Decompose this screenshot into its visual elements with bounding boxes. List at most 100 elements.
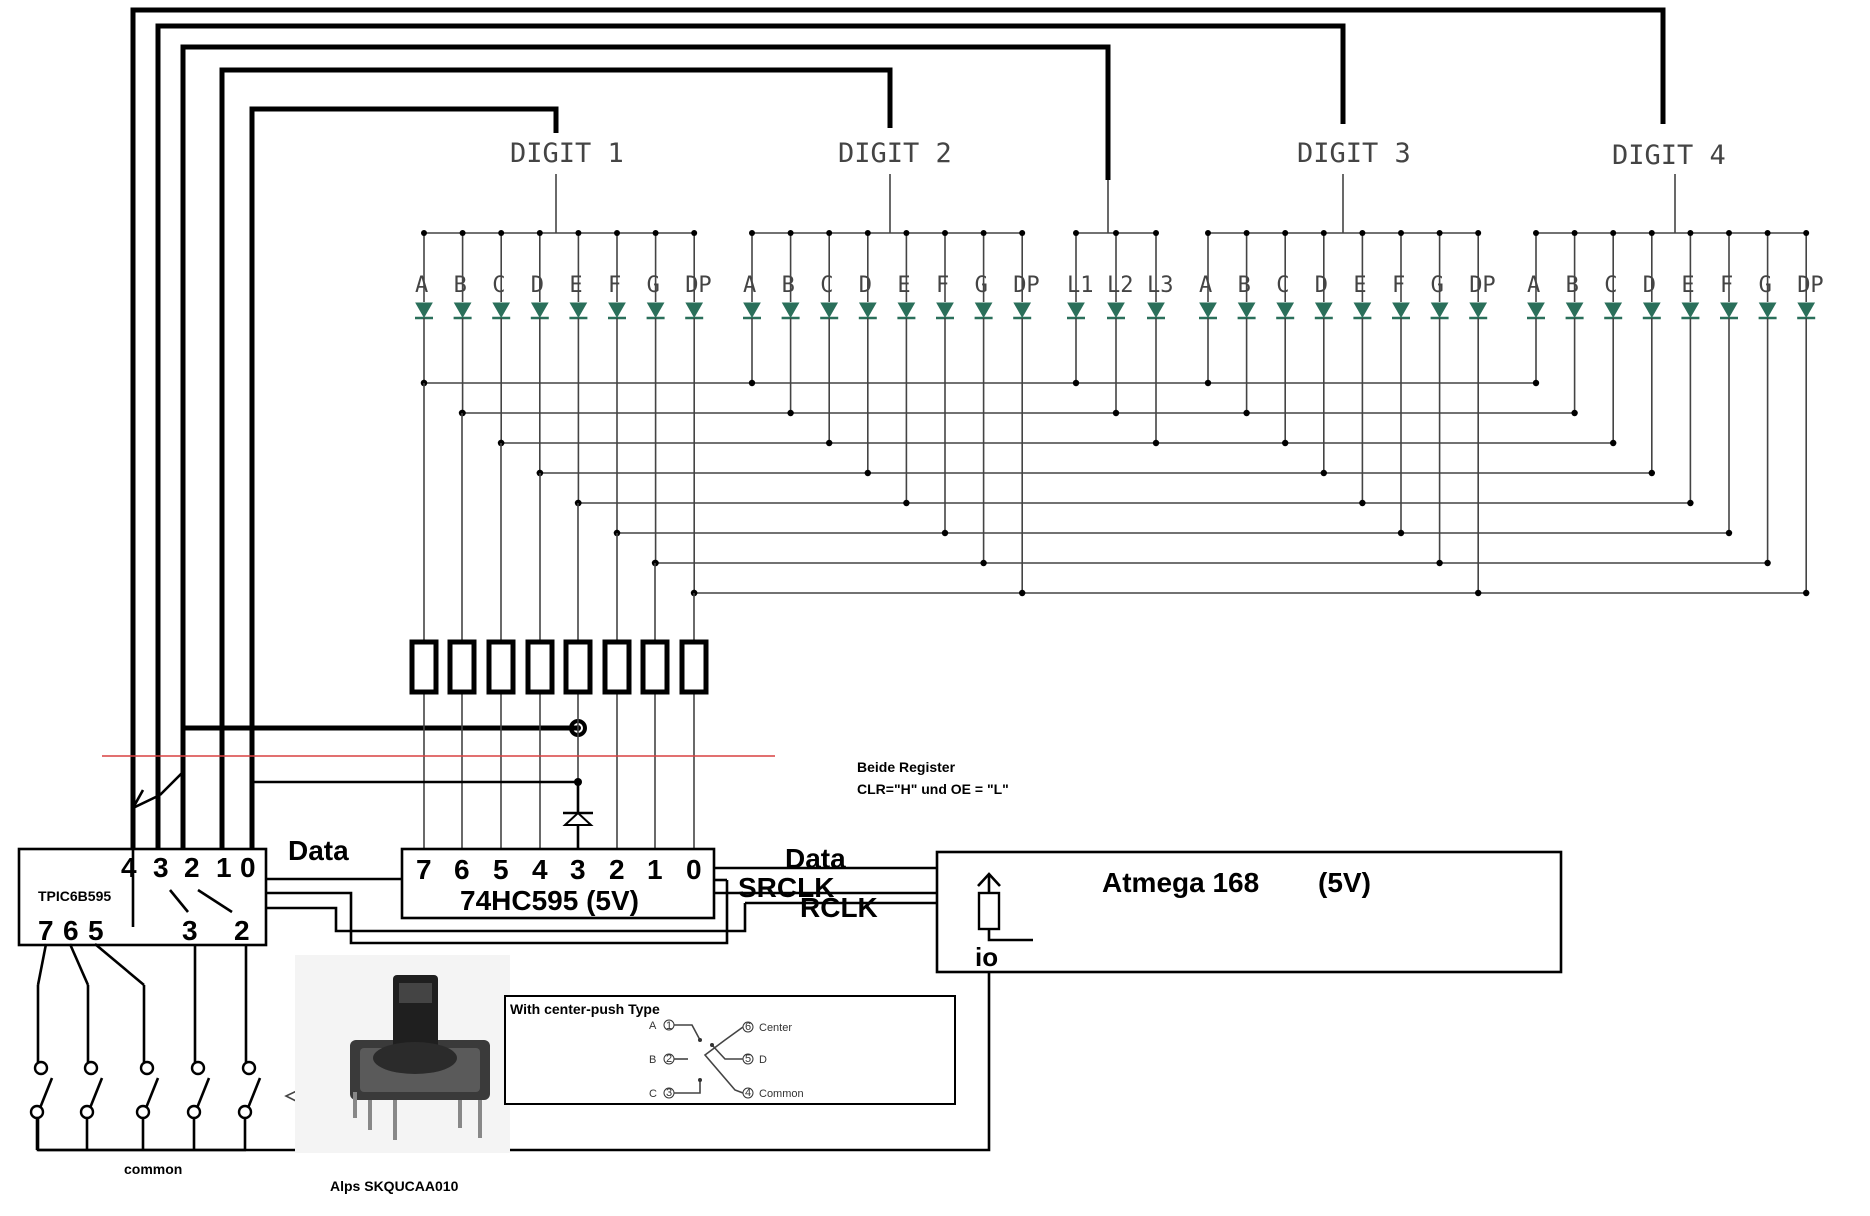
resistor	[640, 639, 670, 695]
digit-labels: DIGIT 1 DIGIT 2 DIGIT 3 DIGIT 4	[510, 138, 1726, 171]
segment-label: G	[647, 273, 660, 298]
svg-text:B: B	[649, 1054, 656, 1066]
diode	[1237, 302, 1256, 319]
diode	[685, 302, 704, 319]
diode	[1565, 302, 1584, 319]
segment-label: L3	[1147, 273, 1174, 298]
hc595-pin: 7	[416, 854, 432, 885]
signal-wires: Data Data SRCLK RCLK	[266, 835, 937, 945]
tpic-pin-7: 7	[38, 915, 54, 946]
diode	[1353, 302, 1372, 319]
segment-label: DP	[685, 273, 712, 298]
digit-1-label: DIGIT 1	[510, 138, 624, 169]
resistor	[486, 639, 516, 695]
data-left-label: Data	[288, 835, 349, 866]
segment-label: F	[1720, 273, 1733, 298]
hc595-pin: 5	[493, 854, 509, 885]
segment-label: G	[1431, 273, 1444, 298]
segment-label: E	[1353, 273, 1366, 298]
hc595-pin: 4	[532, 854, 548, 885]
diode	[936, 302, 954, 319]
segment-label: F	[936, 273, 949, 298]
segment-label: G	[1759, 273, 1772, 298]
diode	[1604, 302, 1623, 319]
svg-text:4: 4	[745, 1087, 751, 1099]
segment-label: C	[492, 273, 505, 298]
segment-label: C	[820, 273, 833, 298]
tpic-pin-5: 5	[88, 915, 104, 946]
diode	[1681, 302, 1700, 319]
tpic-pin-4: 4	[121, 852, 137, 883]
diode	[974, 302, 993, 319]
tpic-pin-b3: 3	[182, 915, 198, 946]
hc595-pin: 3	[570, 854, 586, 885]
diode	[1720, 302, 1738, 319]
diode	[1527, 302, 1545, 319]
diode	[820, 302, 839, 319]
segment-label: A	[415, 273, 428, 298]
svg-text:2: 2	[666, 1053, 672, 1065]
diode	[1642, 302, 1661, 319]
hc595-pin: 6	[454, 854, 470, 885]
diode	[569, 302, 588, 319]
diode	[453, 302, 472, 319]
hc595-pin: 1	[647, 854, 663, 885]
segment-label: G	[975, 273, 988, 298]
tpic-pin-6: 6	[63, 915, 79, 946]
common-label: common	[124, 1161, 182, 1177]
svg-text:Center: Center	[759, 1022, 792, 1034]
hc595-pin: 0	[686, 854, 702, 885]
segment-label: B	[1566, 273, 1579, 298]
tpic-pin-2: 2	[184, 852, 200, 883]
segment-label: L2	[1107, 273, 1134, 298]
diode	[1392, 302, 1410, 319]
segment-label: B	[1238, 273, 1251, 298]
diode	[1013, 302, 1032, 319]
diode	[646, 302, 665, 319]
segment-label: A	[743, 273, 756, 298]
svg-text:1: 1	[666, 1020, 672, 1032]
segment-label: F	[1392, 273, 1405, 298]
segment-label: D	[1315, 273, 1328, 298]
segment-label: D	[531, 273, 544, 298]
hc595-name: 74HC595 (5V)	[460, 885, 639, 916]
svg-text:Common: Common	[759, 1088, 804, 1100]
segment-label: E	[569, 273, 582, 298]
digit-4-label: DIGIT 4	[1612, 140, 1726, 171]
tpic-name: TPIC6B595	[38, 888, 111, 904]
segment-label: A	[1199, 273, 1212, 298]
segment-label: D	[859, 273, 872, 298]
digit-common-drops	[555, 174, 1676, 233]
diode	[1276, 302, 1295, 319]
diode	[858, 302, 877, 319]
tpic-pin-3: 3	[153, 852, 169, 883]
segment-bus-wires	[420, 230, 1810, 849]
diode	[1797, 302, 1816, 319]
tpic-pin-1: 1	[216, 852, 232, 883]
segment-label: A	[1527, 273, 1540, 298]
srclk-label: SRCLK	[738, 872, 834, 903]
diode	[1758, 302, 1777, 319]
diode	[1067, 302, 1085, 319]
datasheet-title: With center-push Type	[510, 1001, 660, 1017]
segment-label: L1	[1067, 273, 1094, 298]
segment-label: C	[1604, 273, 1617, 298]
segment-label: B	[454, 273, 467, 298]
switch-photo-icon	[295, 955, 510, 1153]
part-label: Alps SKQUCAA010	[330, 1178, 459, 1194]
svg-text:3: 3	[666, 1087, 672, 1099]
tpic-pin-b2: 2	[234, 915, 250, 946]
diode	[1469, 302, 1488, 319]
diode	[743, 302, 761, 319]
diode	[1199, 302, 1217, 319]
segment-label: B	[782, 273, 795, 298]
atmega-name: Atmega 168	[1102, 867, 1259, 898]
diode	[1430, 302, 1449, 319]
switch-contact	[139, 1060, 155, 1076]
switch-contact	[83, 1060, 99, 1076]
tpic6b595-chip: TPIC6B595 4 3 2 1 0 7 6 5 3 2	[17, 847, 268, 947]
resistor	[447, 639, 477, 695]
